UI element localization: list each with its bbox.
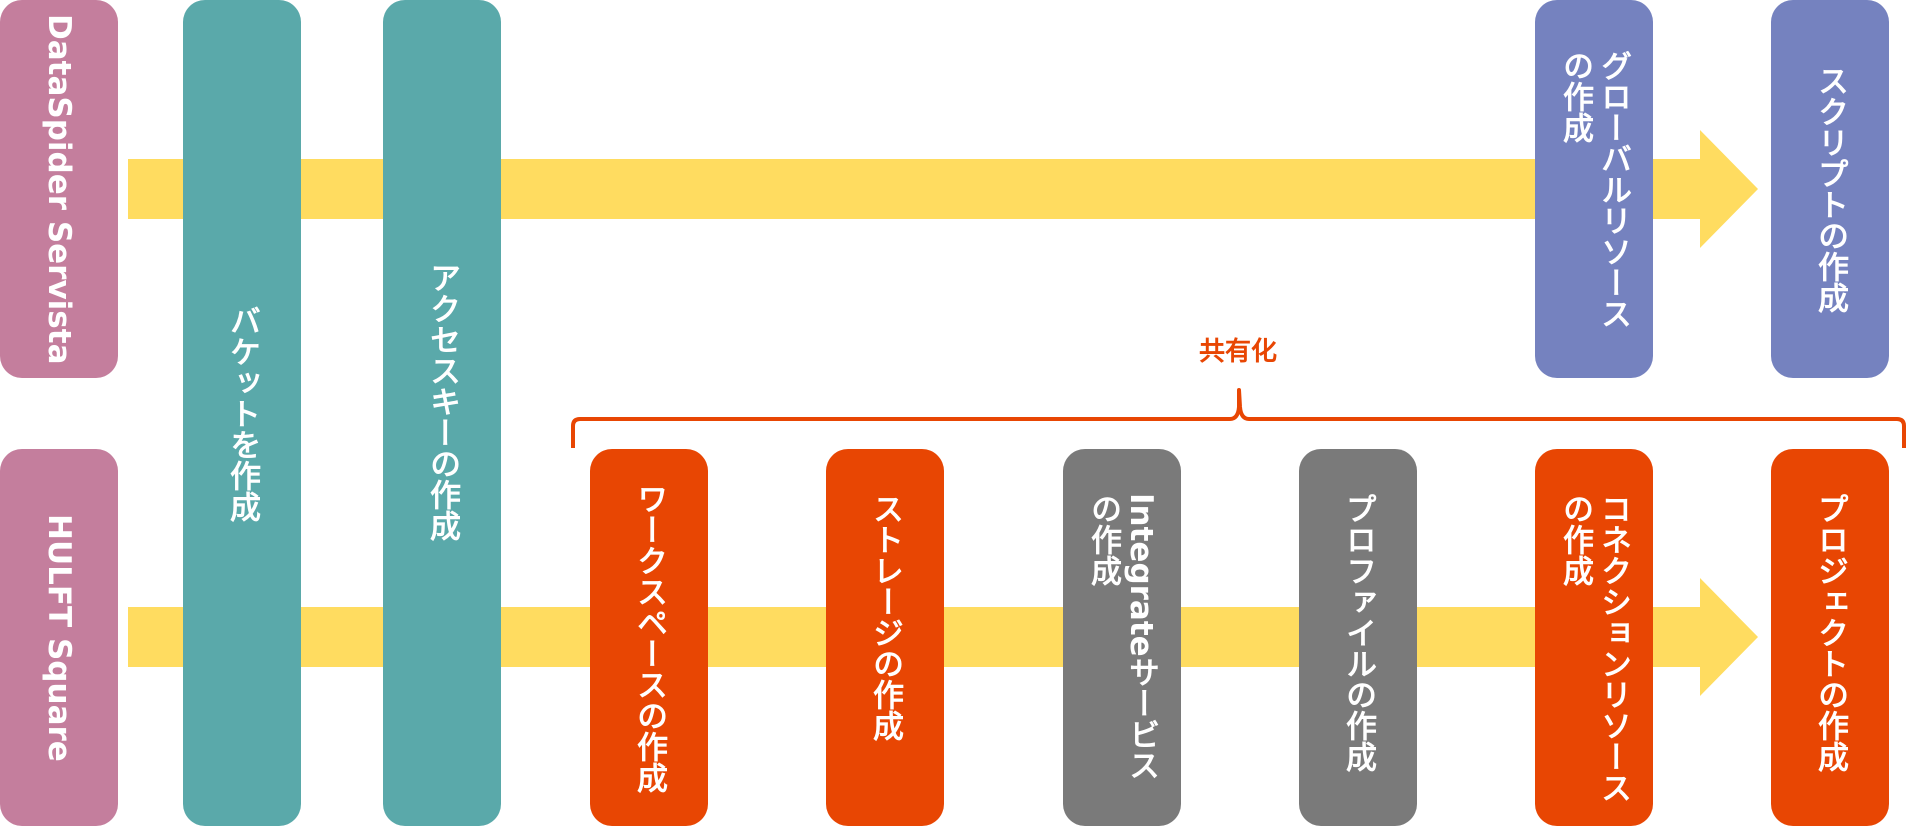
row-label-square: HULFT Square	[0, 449, 118, 826]
step-create-script-label: スクリプトの作成	[1812, 65, 1848, 313]
step-create-connection-resource-label: コネクションリソース の作成	[1557, 493, 1631, 803]
step-create-connection-resource: コネクションリソース の作成	[1535, 449, 1653, 826]
step-create-global-resource: グローバルリソース の作成	[1535, 0, 1653, 378]
step-create-access-key: アクセスキーの作成	[383, 0, 501, 826]
shared-label: 共有化	[1198, 337, 1277, 367]
step-create-workspace-label: ワークスペースの作成	[631, 482, 667, 793]
step-create-integrate-service-label: Integrateサービス の作成	[1085, 493, 1159, 781]
step-create-access-key-label: アクセスキーの作成	[424, 262, 460, 541]
step-create-project-label: プロジェクトの作成	[1812, 493, 1848, 772]
step-create-storage: ストレージの作成	[826, 449, 944, 826]
row-label-square-text: HULFT Square	[41, 513, 77, 762]
step-create-integrate-service: Integrateサービス の作成	[1063, 449, 1181, 826]
step-create-project: プロジェクトの作成	[1771, 449, 1889, 826]
step-create-workspace: ワークスペースの作成	[590, 449, 708, 826]
row-label-servista-text: DataSpider Servista	[41, 13, 77, 365]
servista-flow-arrow	[128, 130, 1758, 248]
step-create-script: スクリプトの作成	[1771, 0, 1889, 378]
step-create-storage-label: ストレージの作成	[867, 493, 903, 741]
step-create-bucket: バケットを作成	[183, 0, 301, 826]
step-create-global-resource-label: グローバルリソース の作成	[1557, 49, 1631, 329]
step-create-bucket-label: バケットを作成	[224, 304, 260, 522]
row-label-servista: DataSpider Servista	[0, 0, 118, 378]
step-create-profile-label: プロファイルの作成	[1340, 493, 1376, 772]
step-create-profile: プロファイルの作成	[1299, 449, 1417, 826]
